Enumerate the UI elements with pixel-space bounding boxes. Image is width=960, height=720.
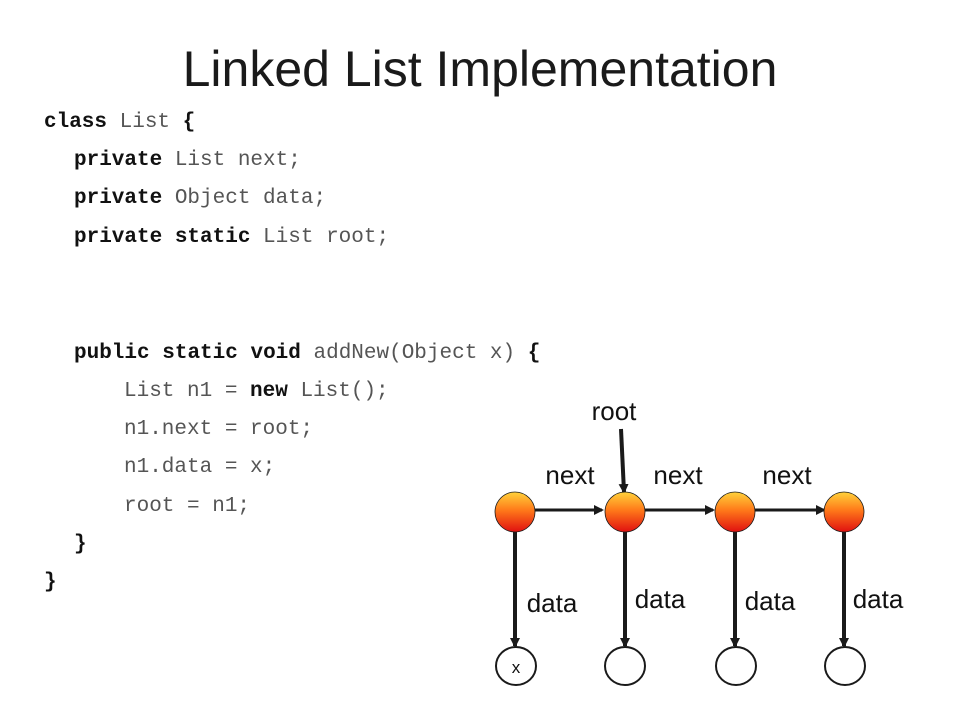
code-keyword: } <box>44 571 57 594</box>
code-keyword: static <box>162 342 238 365</box>
root-pointer-arrow <box>618 428 629 494</box>
next-label-2: next <box>653 460 703 490</box>
code-line: class List { <box>44 108 195 138</box>
next-label-3: next <box>762 460 812 490</box>
code-text: List root; <box>250 226 390 249</box>
code-text: Object data; <box>162 187 327 210</box>
code-line: private Object data; <box>74 184 326 214</box>
data-label-1: data <box>527 588 578 618</box>
code-keyword: } <box>74 533 87 556</box>
code-keyword: new <box>250 380 288 403</box>
data-value-node-4 <box>824 646 866 686</box>
list-node-3 <box>714 491 756 533</box>
next-label-1: next <box>545 460 595 490</box>
data-value-node-1 <box>495 646 537 686</box>
code-line: n1.next = root; <box>124 415 313 445</box>
code-line: } <box>44 568 57 598</box>
code-text: List next; <box>162 149 301 172</box>
data-label-4: data <box>853 584 904 614</box>
list-node-4 <box>823 491 865 533</box>
code-line: List n1 = new List(); <box>124 377 389 407</box>
data-label-3: data <box>745 586 796 616</box>
code-keyword: private <box>74 226 163 249</box>
code-text: List <box>107 111 183 134</box>
code-keyword: private <box>74 187 163 210</box>
code-line: private static List root; <box>74 223 389 253</box>
code-keyword: class <box>44 111 108 134</box>
code-keyword: { <box>527 342 541 365</box>
code-line: private List next; <box>74 146 301 176</box>
data-value-node-3 <box>715 646 757 686</box>
code-text: n1.data = x; <box>124 456 276 479</box>
code-line: } <box>74 530 87 560</box>
code-text: List n1 = <box>124 380 251 403</box>
code-text: n1.next = root; <box>124 418 314 441</box>
code-text: List(); <box>287 380 389 403</box>
code-line: n1.data = x; <box>124 453 275 483</box>
code-keyword: public <box>74 342 150 365</box>
list-node-1 <box>494 491 536 533</box>
code-keyword: private <box>74 149 163 172</box>
data-value-node-2 <box>604 646 646 686</box>
root-label: root <box>592 396 638 426</box>
code-text: addNew(Object x) <box>300 342 528 365</box>
code-keyword: void <box>250 342 301 365</box>
data-value-label-1: x <box>512 658 521 677</box>
slide-title: Linked List Implementation <box>182 41 778 97</box>
code-keyword: { <box>182 111 196 134</box>
data-label-2: data <box>635 584 686 614</box>
code-line: public static void addNew(Object x) { <box>74 339 540 369</box>
code-text: root = n1; <box>124 495 251 518</box>
code-keyword: static <box>174 226 251 249</box>
code-line: root = n1; <box>124 492 250 522</box>
list-node-2 <box>604 491 646 533</box>
